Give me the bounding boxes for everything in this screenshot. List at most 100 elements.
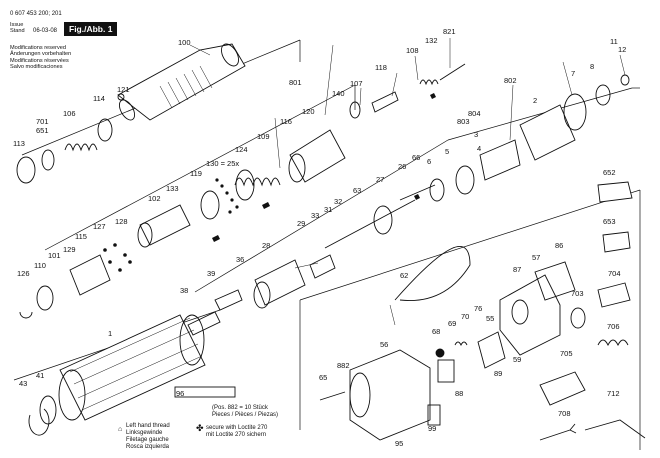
label-2: 2 — [533, 96, 538, 105]
label-63: 63 — [353, 186, 362, 195]
label-804: 804 — [468, 109, 481, 118]
figure-label: Fig./Abb. 1 — [64, 22, 118, 36]
issue-label: Issue Stand — [10, 22, 25, 35]
label-119: 119 — [190, 169, 202, 178]
part-132-drawing — [419, 79, 439, 86]
label-59: 59 — [513, 355, 522, 364]
label-106: 106 — [63, 109, 76, 118]
part-704-drawing — [597, 282, 631, 308]
label-128: 128 — [115, 217, 128, 226]
label-41: 41 — [36, 371, 45, 380]
part-100-drawing — [117, 43, 246, 121]
part-69-drawing — [454, 341, 468, 347]
label-653: 653 — [603, 217, 616, 226]
label-703: 703 — [571, 289, 584, 298]
label-129: 129 — [63, 245, 76, 254]
part-102-drawing — [139, 204, 191, 246]
part-101-drawing — [69, 254, 111, 296]
part-121-dot — [117, 93, 125, 101]
label-712: 712 — [607, 389, 620, 398]
label-116: 116 — [280, 117, 292, 126]
part-1-drawing — [58, 314, 206, 421]
part-113-drawing — [16, 156, 36, 184]
label-3: 3 — [474, 130, 479, 139]
label-33: 33 — [311, 211, 320, 220]
label-706: 706 — [607, 322, 620, 331]
part-110-drawing — [36, 285, 54, 311]
label-96: 96 — [176, 389, 185, 398]
modifications-note: Modifications reserved Änderungen vorbeh… — [10, 45, 72, 71]
label-651: 651 — [36, 126, 49, 135]
part-703-drawing — [570, 307, 586, 329]
part-43-drawing — [28, 408, 50, 436]
label-652: 652 — [603, 168, 616, 177]
label-11: 11 — [610, 37, 618, 46]
label-76: 76 — [474, 304, 483, 313]
label-86: 86 — [555, 241, 564, 250]
part-99-drawing — [427, 404, 441, 426]
label-6: 6 — [427, 157, 432, 166]
label-133: 133 — [166, 184, 179, 193]
label-31: 31 — [324, 205, 333, 214]
part-5-drawing — [455, 165, 475, 195]
part-63-drawing — [373, 205, 393, 235]
label-36: 36 — [236, 255, 245, 264]
label-57: 57 — [532, 253, 541, 262]
label-62: 62 — [400, 271, 409, 280]
label-39: 39 — [207, 269, 216, 278]
part-120-drawing — [289, 129, 346, 183]
part-12-drawing — [620, 74, 630, 86]
label-130: 130 = 25x — [206, 159, 240, 168]
label-43: 43 — [19, 379, 28, 388]
label-803: 803 — [457, 117, 470, 126]
label-8: 8 — [590, 62, 595, 71]
label-66: 66 — [412, 153, 421, 162]
label-882: 882 — [337, 361, 350, 370]
label-127: 127 — [93, 222, 106, 231]
label-26: 26 — [398, 162, 407, 171]
part-68-drawing — [435, 348, 445, 358]
label-68: 68 — [432, 327, 441, 336]
part-65-drawing — [319, 391, 346, 401]
issue-date: 06-03-08 — [33, 28, 58, 34]
pos-note: (Pos. 882 = 10 Stück Pieces / Pièces / P… — [212, 405, 279, 418]
label-132: 132 — [425, 36, 438, 45]
label-12: 12 — [618, 45, 627, 54]
label-708: 708 — [558, 409, 571, 418]
label-113: 113 — [13, 139, 25, 148]
left-hand-note: Left hand thread Linksgewinde Filetage g… — [126, 423, 170, 450]
part-8-drawing — [595, 84, 611, 106]
part-652-drawing — [597, 181, 633, 203]
part-126-drawing — [19, 311, 33, 319]
label-102: 102 — [148, 194, 161, 203]
label-100: 100 — [178, 38, 191, 47]
part-29-drawing — [309, 254, 336, 279]
label-118: 118 — [375, 63, 387, 72]
part-2-drawing — [519, 104, 576, 161]
part-701-drawing — [41, 149, 55, 171]
part-114-drawing — [97, 118, 113, 142]
part-124-drawing — [235, 169, 255, 201]
label-107: 107 — [350, 79, 363, 88]
label-65: 65 — [319, 373, 328, 382]
label-114: 114 — [93, 94, 105, 103]
label-140: 140 — [332, 89, 345, 98]
part-88-drawing — [437, 359, 455, 383]
label-821: 821 — [443, 27, 456, 36]
label-32: 32 — [334, 197, 343, 206]
part-57-drawing — [534, 261, 576, 301]
part-56-drawing — [349, 349, 431, 441]
label-801: 801 — [289, 78, 302, 87]
part-39-drawing — [214, 289, 243, 311]
label-110: 110 — [34, 261, 46, 270]
left-hand-marker: ⌂ — [118, 426, 123, 433]
part-27-drawing — [324, 199, 416, 249]
leader-lines — [189, 38, 626, 326]
label-704: 704 — [608, 269, 621, 278]
part-41-drawing — [39, 395, 57, 425]
label-38: 38 — [180, 286, 189, 295]
part-number: 0 607 453 200; 201 — [10, 11, 62, 17]
part-89-drawing — [477, 331, 506, 369]
label-95: 95 — [395, 439, 404, 448]
label-124: 124 — [235, 145, 248, 154]
